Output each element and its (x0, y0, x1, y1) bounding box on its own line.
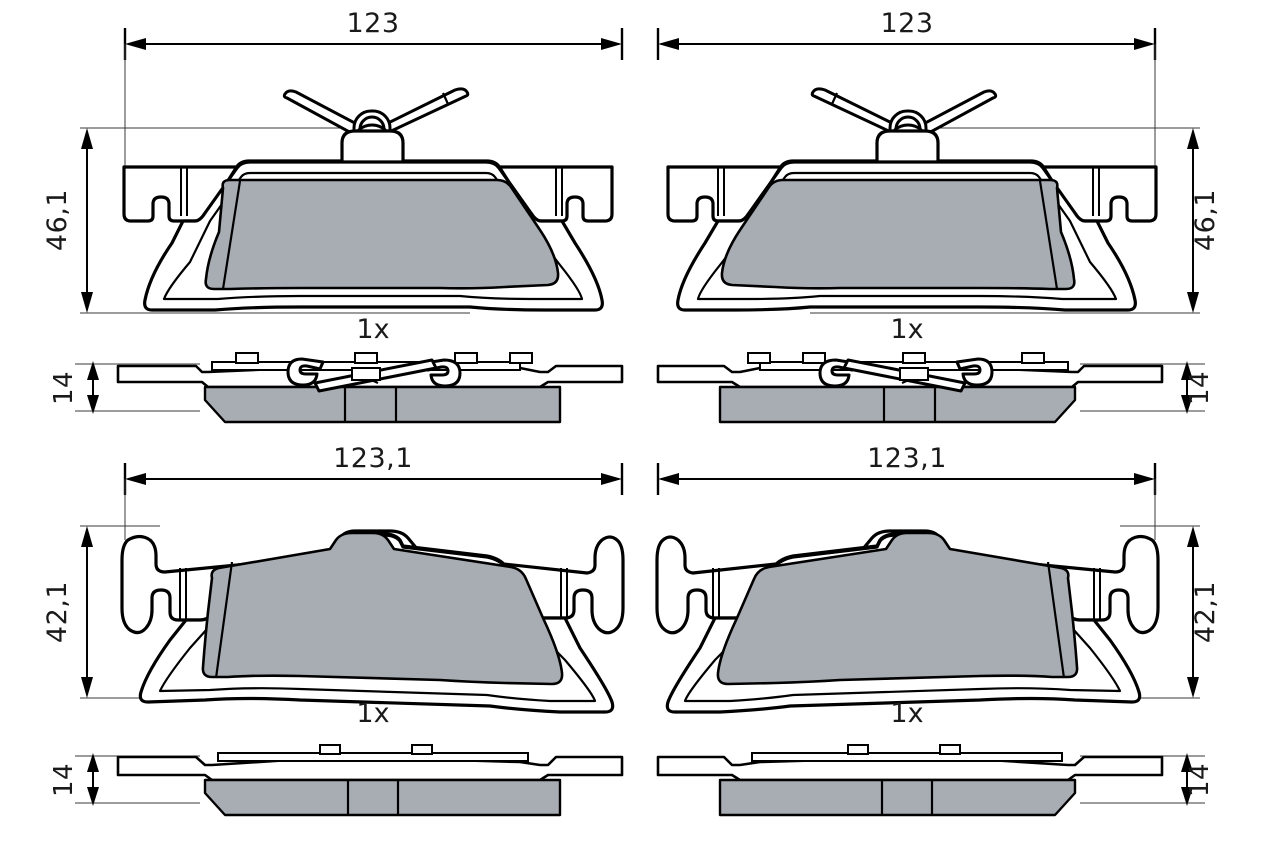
width-label-bottom-left: 123,1 (333, 443, 413, 474)
side-tab-2-base-left (411, 744, 433, 755)
side-tab-1-mid-left (235, 352, 259, 364)
side-tab-3-mid-left (454, 352, 478, 364)
thickness-label-base-right: 14 (1185, 763, 1215, 797)
panel-mid-right (656, 352, 1205, 424)
friction-material-bottom-left (201, 531, 564, 686)
thickness-dimension-mid-right (1181, 361, 1193, 414)
height-dimension-bottom-left: 42,1 (42, 526, 93, 698)
side-tab-3-mid-right (802, 352, 826, 364)
chamfer-line-top-left (221, 180, 242, 290)
side-friction-base-right (718, 778, 1077, 817)
quantity-label-bottom-left: 1x (356, 698, 389, 729)
width-label-top-left: 123 (346, 8, 399, 39)
friction-material-bottom-right (716, 531, 1079, 686)
thickness-dimension-base-right (1181, 753, 1193, 806)
panel-bottom-left: 123,1 42,1 1x (42, 443, 625, 729)
height-label-bottom-left: 42,1 (42, 581, 73, 643)
height-label-top-right: 46,1 (1190, 189, 1221, 251)
side-tab-1-base-left (319, 744, 341, 755)
friction-material-top-left (204, 178, 560, 291)
ear-slot-right-bottom-left (560, 568, 568, 618)
chamfer-line-top-right (1038, 180, 1059, 290)
width-dimension-bottom-left: 123,1 (123, 443, 624, 495)
height-dimension-top-right (1187, 128, 1199, 313)
chamfer-line-bottom-left (214, 561, 234, 679)
panel-mid-left: 14 (49, 352, 624, 424)
ear-slot-left-bottom-left (179, 568, 187, 620)
backing-plate-top-left (122, 129, 614, 223)
side-tab-4-mid-right (747, 352, 771, 364)
panel-bottom-right (655, 463, 1200, 714)
wear-sensor-clip-mid-left (286, 357, 462, 393)
panel-top-right (656, 28, 1200, 314)
side-tab-2-base-right (847, 744, 869, 755)
thickness-label-base-left: 14 (49, 763, 79, 797)
ear-slot-right-top-right (717, 168, 725, 216)
ear-slot-right-top-left (555, 168, 563, 216)
ear-slot-right-bottom-right (712, 568, 720, 618)
thickness-label-mid-left: 14 (49, 371, 79, 405)
wear-sensor-clip-mid-right (818, 357, 994, 393)
width-label-top-right: 123 (880, 8, 933, 39)
ear-slot-left-top-left (180, 168, 188, 216)
friction-material-top-right (720, 178, 1076, 291)
side-tab-1-mid-right (1021, 352, 1045, 364)
thickness-dimension-base-left: 14 (49, 753, 99, 806)
ear-slot-left-bottom-right (1093, 568, 1101, 620)
width-label-bottom-right: 123,1 (867, 443, 947, 474)
side-tab-2-mid-left (354, 352, 378, 364)
panel-base-right (656, 744, 1205, 817)
quantity-label-bottom-right: 1x (890, 698, 923, 729)
side-backing-plate-base-right (656, 755, 1164, 782)
height-label-bottom-right: 42,1 (1190, 581, 1221, 643)
side-inner-plate-base-right (751, 752, 1063, 762)
panel-top-left: 123 46,1 (42, 8, 624, 345)
height-label-top-left: 46,1 (42, 189, 73, 251)
quantity-label-top-right: 1x (890, 314, 923, 345)
ear-slot-left-top-right (1092, 168, 1100, 216)
thickness-label-mid-right: 14 (1185, 371, 1215, 405)
side-backing-plate-base-left (116, 755, 624, 782)
quantity-label-top-left: 1x (356, 314, 389, 345)
panel-base-left: 14 (49, 744, 624, 817)
side-friction-base-left (203, 778, 562, 817)
chamfer-line-bottom-right (1046, 561, 1066, 679)
side-inner-plate-base-left (217, 752, 529, 762)
height-dimension-bottom-right (1187, 526, 1199, 698)
side-tab-4-mid-left (509, 352, 533, 364)
height-dimension-top-left: 46,1 (42, 128, 93, 313)
backing-plate-top-right (666, 129, 1158, 223)
side-friction-mid-left (203, 385, 562, 424)
side-tab-1-base-right (939, 744, 961, 755)
thickness-dimension-mid-left: 14 (49, 361, 99, 414)
side-friction-mid-right (718, 385, 1077, 424)
side-tab-2-mid-right (902, 352, 926, 364)
width-dimension-top-left: 123 (123, 8, 624, 60)
